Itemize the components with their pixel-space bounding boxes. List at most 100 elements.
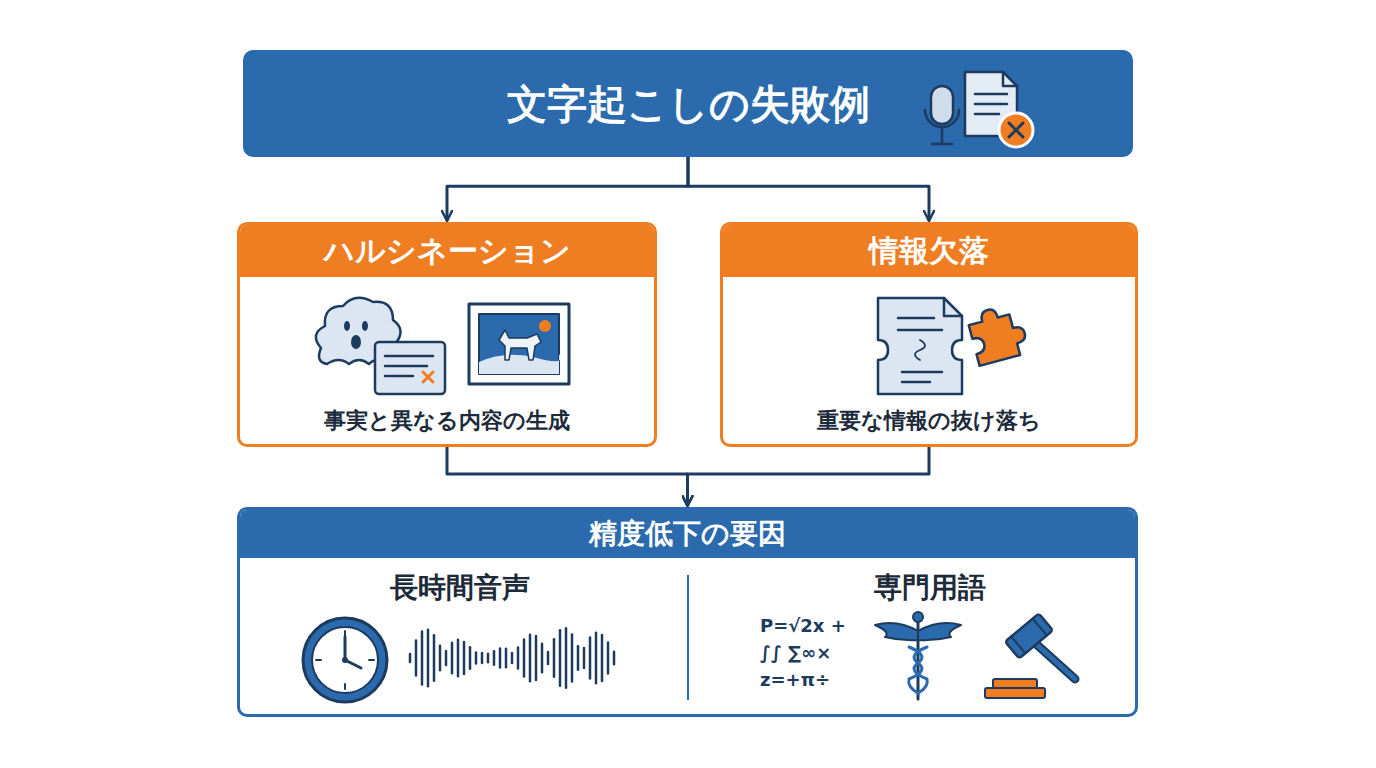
waveform-bar	[511, 653, 514, 663]
picture-frame	[469, 304, 569, 384]
drawing-part	[362, 321, 368, 331]
waveform-bar	[535, 636, 538, 680]
drawing-part	[1005, 613, 1053, 658]
section-heading: 専門用語	[874, 572, 986, 604]
drawing-part	[316, 298, 569, 394]
waveform-bar	[595, 633, 598, 683]
waveform-bar	[589, 637, 592, 678]
drawing-part	[1035, 643, 1075, 679]
text-slot: 専門用語	[810, 568, 1050, 608]
text-slot: P=√2x +	[760, 613, 900, 639]
text-slot: 文字起こしの失敗例	[443, 50, 933, 157]
drawing-part	[915, 340, 925, 360]
document-icon	[375, 342, 445, 394]
formula-text: z=+π÷	[760, 670, 830, 691]
waveform-bar	[409, 654, 412, 662]
waveform-bar	[565, 628, 568, 687]
waveform-icon	[410, 628, 614, 687]
drawing-part	[1009, 123, 1023, 137]
waveform-bar	[445, 651, 448, 665]
waveform-bar	[457, 640, 460, 676]
clock-icon	[303, 618, 387, 702]
text-slot: 精度低下の要因	[240, 510, 1135, 558]
text-slot: 事実と異なる内容の生成	[240, 403, 654, 439]
waveform-bar	[583, 648, 586, 668]
flow-arrow	[688, 157, 929, 221]
gavel-icon	[985, 613, 1075, 698]
puzzle-document	[878, 298, 962, 394]
waveform-bar	[427, 630, 430, 687]
drawing-part	[1011, 619, 1047, 654]
drawing-part	[909, 647, 927, 693]
drawing-part	[875, 623, 918, 640]
drawing-part	[342, 657, 348, 663]
title-bar: 文字起こしの失敗例	[243, 50, 1133, 157]
drawing-part	[898, 318, 942, 382]
waveform-bar	[547, 652, 550, 664]
drawing-part	[316, 631, 374, 689]
waveform-bar	[505, 649, 508, 667]
animal-figure	[499, 330, 541, 360]
drawing-part	[909, 647, 927, 693]
waveform-bar	[487, 654, 490, 662]
microphone-icon	[931, 86, 953, 124]
box-heading: 情報欠落	[869, 234, 989, 269]
waveform-bar	[601, 635, 604, 681]
section-heading: 長時間音声	[390, 572, 530, 604]
text-slot: z=+π÷	[760, 667, 900, 693]
text-slot: ∫∫ ∑∞×	[760, 640, 900, 666]
waveform-bar	[529, 635, 532, 681]
failure-box: 情報欠落重要な情報の抜け落ち	[720, 222, 1138, 447]
box-caption: 事実と異なる内容の生成	[324, 408, 570, 433]
title-text: 文字起こしの失敗例	[507, 81, 870, 127]
waveform-bar	[475, 653, 478, 664]
waveform-bar	[553, 639, 556, 677]
drawing-part	[312, 627, 378, 693]
formula-text: P=√2x +	[760, 616, 846, 637]
waveform-bar	[571, 634, 574, 681]
waveform-bar	[499, 649, 502, 668]
drawing-part	[925, 110, 959, 144]
drawing-part	[351, 335, 361, 349]
drawing-part	[423, 372, 433, 382]
puzzle-piece	[966, 302, 1030, 366]
drawing-part	[344, 321, 350, 331]
drawing-part	[1005, 613, 1053, 658]
drawing-part	[345, 637, 361, 668]
drawing-part	[985, 688, 1045, 698]
caduceus-icon	[875, 612, 961, 699]
failure-box: ハルシネーション事実と異なる内容の生成	[237, 222, 657, 447]
drawing-part	[918, 623, 961, 640]
text-slot: 長時間音声	[340, 568, 580, 608]
waveform-bar	[541, 644, 544, 673]
drawing-part	[966, 302, 1030, 366]
waveform-bar	[577, 646, 580, 669]
drawing-part	[303, 618, 387, 702]
drawing-part	[993, 679, 1037, 688]
drawing-part	[944, 298, 962, 316]
waveform-bar	[439, 646, 442, 670]
drawing-part	[925, 72, 1033, 147]
section-divider	[687, 575, 689, 700]
waveform-bar	[559, 630, 562, 686]
drawing-part	[975, 94, 1007, 114]
waveform-bar	[469, 647, 472, 668]
panel-heading: 精度低下の要因	[589, 518, 786, 550]
waveform-bar	[421, 631, 424, 684]
waveform-bar	[523, 640, 526, 677]
formula-text: ∫∫ ∑∞×	[760, 643, 831, 664]
text-slot: ハルシネーション	[240, 225, 654, 277]
waveform-bar	[493, 651, 496, 665]
waveform-bar	[481, 653, 484, 663]
drawing-part	[913, 612, 923, 622]
error-badge	[999, 113, 1033, 147]
waveform-bar	[607, 643, 610, 674]
flow-arrow	[447, 157, 688, 221]
box-caption: 重要な情報の抜け落ち	[817, 408, 1041, 433]
waveform-bar	[517, 647, 520, 668]
flow-arrow	[688, 447, 930, 506]
drawing-part	[1003, 72, 1017, 86]
box-heading: ハルシネーション	[324, 234, 571, 269]
text-slot: 情報欠落	[723, 225, 1135, 277]
